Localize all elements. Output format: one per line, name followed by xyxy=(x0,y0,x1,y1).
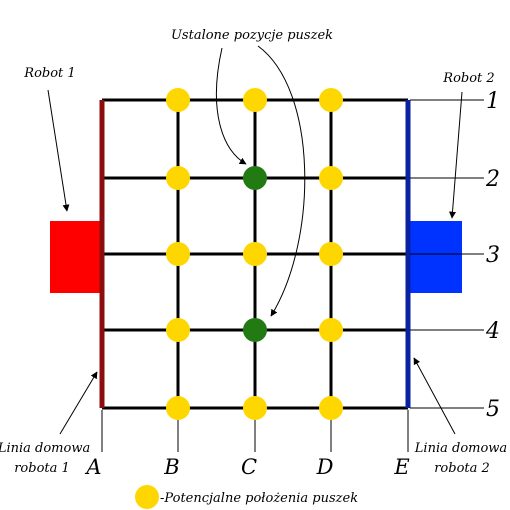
potential-can xyxy=(319,396,343,420)
column-label: E xyxy=(393,455,409,479)
column-label: D xyxy=(316,455,334,479)
potential-can xyxy=(166,88,190,112)
row-labels: 1 2 3 4 5 xyxy=(485,89,500,422)
fixed-arrow-2 xyxy=(257,45,306,317)
potential-can xyxy=(319,166,343,190)
column-label: A xyxy=(84,455,101,479)
column-label: C xyxy=(241,455,257,479)
home-line-2-label-a: Linia domowa xyxy=(414,441,507,456)
robot-2-arrow xyxy=(449,91,463,219)
potential-can xyxy=(243,88,267,112)
potential-can xyxy=(243,396,267,420)
home-line-1-label-b: robota 1 xyxy=(14,461,70,476)
home-line-1-arrow xyxy=(59,371,98,435)
legend-can-swatch xyxy=(135,485,159,509)
potential-can xyxy=(166,166,190,190)
potential-can xyxy=(319,318,343,342)
robot-1-label: Robot 1 xyxy=(23,66,75,81)
robot-1 xyxy=(50,221,102,293)
column-labels: A B C D E xyxy=(84,455,409,479)
potential-can xyxy=(166,396,190,420)
legend-label: -Potencjalne położenia puszek xyxy=(160,491,358,506)
cans-layer xyxy=(166,88,343,420)
home-line-2-label-b: robota 2 xyxy=(434,461,490,476)
potential-can xyxy=(319,88,343,112)
home-line-1-label-a: Linia domowa xyxy=(0,441,90,456)
fixed-can xyxy=(243,318,267,342)
row-label: 2 xyxy=(485,167,500,192)
potential-can xyxy=(166,242,190,266)
row-label: 3 xyxy=(486,243,500,268)
row-label: 5 xyxy=(486,397,500,422)
robot-1-arrow xyxy=(47,89,70,212)
potential-can xyxy=(166,318,190,342)
row-tick-lines xyxy=(410,99,484,409)
potential-can xyxy=(243,242,267,266)
robot-2-label: Robot 2 xyxy=(442,71,494,86)
fixed-can xyxy=(243,166,267,190)
fixed-positions-label: Ustalone pozycje puszek xyxy=(171,28,333,43)
row-label: 4 xyxy=(485,319,500,344)
column-label: B xyxy=(163,455,179,479)
potential-can xyxy=(319,242,343,266)
robot-2 xyxy=(409,221,462,293)
row-label: 1 xyxy=(486,89,500,114)
home-line-2-arrow xyxy=(413,357,456,435)
fixed-arrow-1 xyxy=(215,47,247,165)
